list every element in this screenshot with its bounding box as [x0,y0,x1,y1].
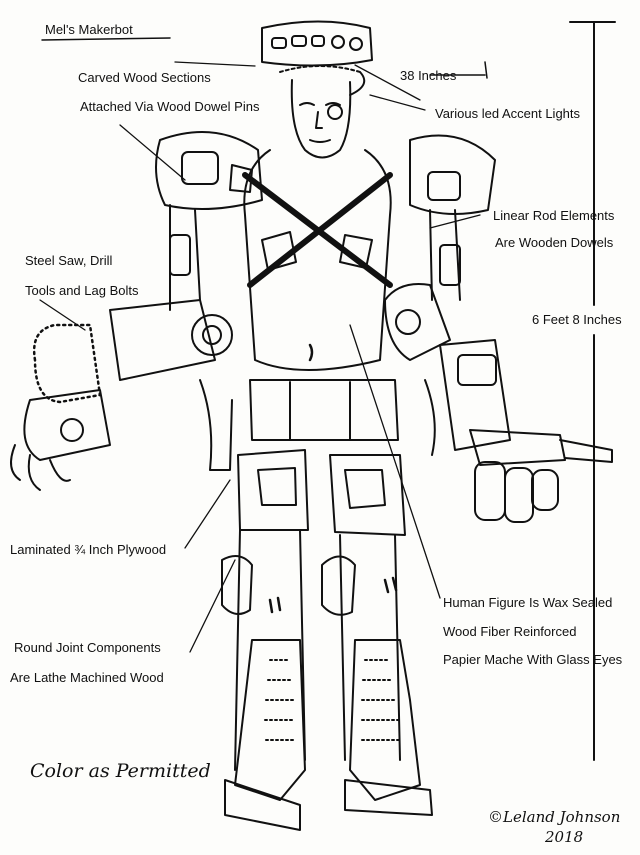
right-arm [385,210,612,522]
helmet [262,22,372,73]
label-papier-mache: Papier Mache With Glass Eyes [443,652,622,667]
label-plywood: Laminated ¾ Inch Plywood [10,542,166,557]
label-carved-wood-sections: Carved Wood Sections [78,70,211,85]
diagram-title: Mel's Makerbot [45,22,133,37]
left-arm [11,205,232,490]
label-linear-rod: Linear Rod Elements [493,208,614,223]
label-round-joint: Round Joint Components [14,640,161,655]
right-boot [345,640,432,815]
label-wood-fiber: Wood Fiber Reinforced [443,624,576,639]
title-underline [42,38,170,40]
dimension-bar [570,22,615,760]
right-shoulder [410,136,495,215]
label-6-feet-8-inches: 6 Feet 8 Inches [532,312,622,327]
label-tools-lag-bolts: Tools and Lag Bolts [25,283,138,298]
color-note: Color as Permitted [30,760,211,782]
left-shoulder [156,132,262,209]
right-leg [322,455,405,760]
label-steel-saw: Steel Saw, Drill [25,253,112,268]
left-leg [222,450,308,770]
pelvis [250,380,398,440]
head [292,72,364,158]
label-lathe-machined: Are Lathe Machined Wood [10,670,164,685]
signature-year: 2018 [545,828,583,846]
label-38-inches: 38 Inches [400,68,456,83]
label-human-figure: Human Figure Is Wax Sealed [443,595,612,610]
torso [244,150,390,370]
signature: ©Leland Johnson [488,808,620,826]
label-led-lights: Various led Accent Lights [435,106,580,121]
label-attached-via-dowel: Attached Via Wood Dowel Pins [80,99,259,114]
label-wooden-dowels: Are Wooden Dowels [495,235,613,250]
